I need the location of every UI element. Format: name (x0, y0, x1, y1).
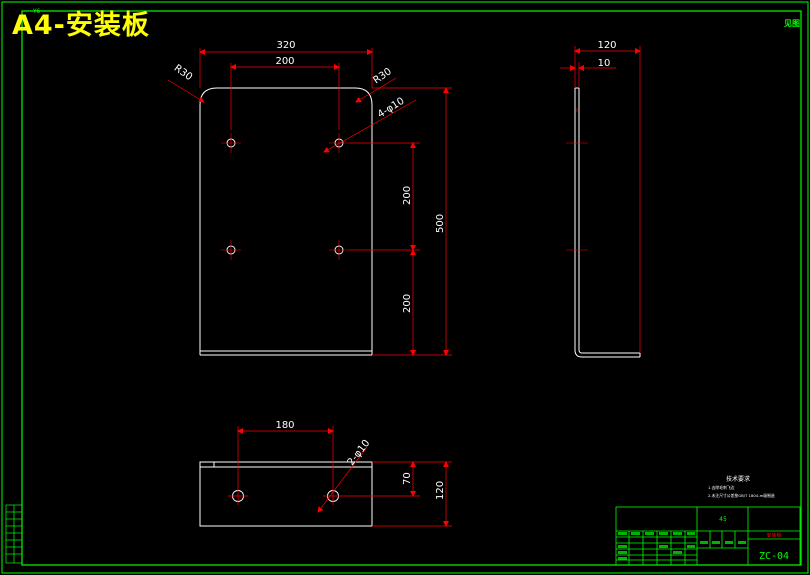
title-block (615, 506, 801, 566)
tech-requirements-title: 技术要求 (726, 475, 750, 483)
side-dimensions (560, 46, 641, 353)
dim-bottom-hole-spacing: 180 (275, 420, 294, 431)
dim-bottom-70: 70 (402, 472, 413, 485)
bottom-view (199, 461, 373, 527)
dim-vertical-upper: 200 (402, 186, 413, 205)
dim-side-thickness: 10 (598, 58, 611, 69)
dim-radius-left: R30 (172, 63, 194, 83)
inner-frame (21, 10, 802, 566)
dim-front-width: 320 (276, 40, 295, 51)
side-view (574, 87, 641, 358)
title-block-fill-marks (618, 532, 746, 560)
drawing-number: ZC-04 (759, 551, 789, 562)
left-margin-marks (5, 504, 23, 564)
dim-overall-height: 500 (435, 214, 446, 233)
side-centerlines (566, 108, 588, 251)
stamp-label: 安装板 (766, 532, 781, 539)
corner-tag: 见图 (784, 19, 800, 28)
dim-front-hole-spacing: 200 (275, 56, 294, 67)
front-holes (226, 138, 344, 255)
dim-bottom-120: 120 (435, 481, 446, 500)
front-centerlines (221, 133, 349, 260)
dim-radius-right: R30 (371, 66, 393, 86)
tech-requirements-line1: 1.去除毛刺飞边 (708, 485, 735, 490)
drawing-title: A4-安装板 (12, 10, 150, 41)
front-dimensions (167, 48, 452, 356)
dim-bottom-hole-callout: 2-φ10 (346, 438, 373, 468)
dim-side-width: 120 (597, 40, 616, 51)
top-mark: Y6 (33, 8, 41, 15)
bottom-dimensions (228, 426, 452, 527)
dim-vertical-lower: 200 (402, 294, 413, 313)
material-label: 45 (719, 516, 727, 523)
bottom-holes (232, 490, 339, 502)
tech-requirements-line2: 2.未注尺寸公差按GB/T 1804-m级制造 (708, 493, 775, 498)
front-view (199, 87, 373, 356)
